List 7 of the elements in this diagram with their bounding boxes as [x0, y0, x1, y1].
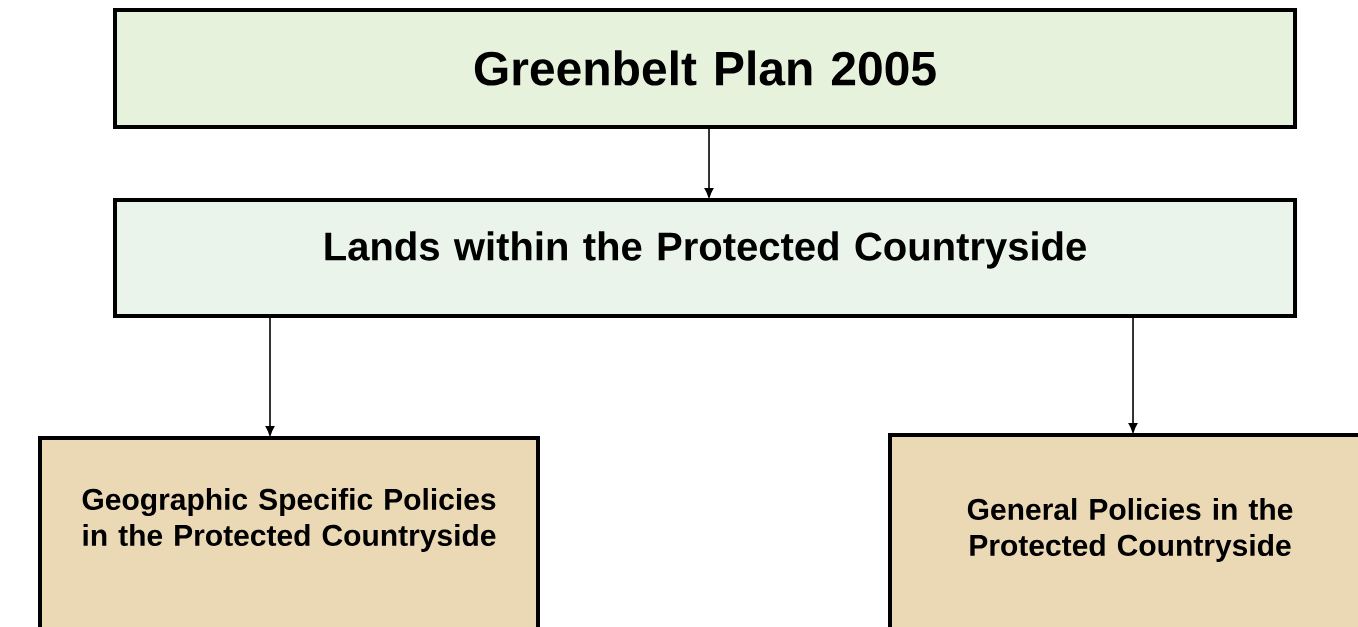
process-box: General Policies in the Protected Countryside: [888, 433, 1358, 627]
process-box: Geographic Specific Policies in the Protected Countryside: [38, 436, 540, 627]
process-box: Greenbelt Plan 2005: [113, 8, 1297, 129]
process-box: Lands within the Protected Countryside: [113, 198, 1297, 318]
arrow: [265, 315, 275, 436]
arrow: [704, 126, 714, 198]
arrow: [1128, 315, 1138, 433]
